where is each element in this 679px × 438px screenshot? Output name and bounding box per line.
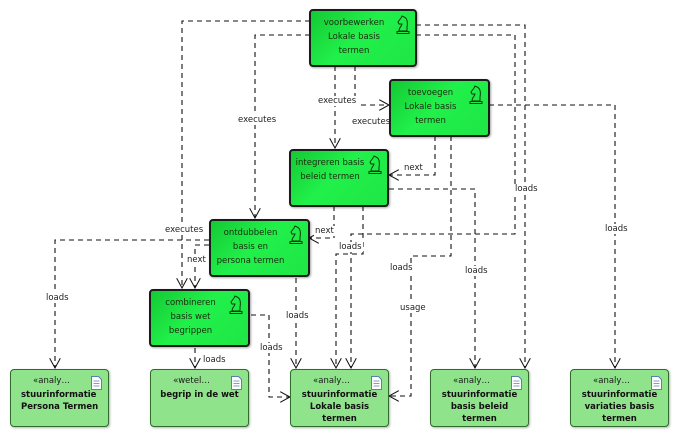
artifact-label: stuurinformatie Persona Termen — [21, 390, 99, 412]
chess-knight-icon — [469, 85, 483, 104]
edge-label-next: next — [314, 226, 335, 236]
chess-knight-icon — [229, 295, 243, 314]
edge-label-next: next — [403, 163, 424, 173]
edge-label-usage: usage — [399, 303, 427, 313]
document-icon — [371, 376, 382, 390]
document-icon — [231, 376, 242, 390]
edge-a1-d3-loads[interactable] — [351, 34, 516, 368]
edge-label-loads: loads — [604, 224, 629, 234]
artifact-label: stuurinformatie basis beleid termen — [441, 390, 518, 424]
edge-a4-d1-loads[interactable] — [55, 239, 209, 368]
edge-label-loads: loads — [202, 355, 227, 365]
edge-label-executes: executes — [351, 117, 392, 127]
edge-label-loads: loads — [514, 184, 539, 194]
edge-a1-a2-executes[interactable] — [354, 66, 389, 105]
document-icon — [651, 376, 662, 390]
edge-a3-a4-next[interactable] — [309, 206, 335, 238]
edge-a4-a5-next[interactable] — [195, 244, 209, 288]
edge-a2-d3-usage[interactable] — [389, 136, 452, 396]
edge-a3-d3-loads[interactable] — [336, 206, 364, 368]
artifact-variaties-basis-termen[interactable]: «analy… stuurinformatie variaties basis … — [570, 369, 669, 427]
chess-knight-icon — [368, 155, 382, 174]
activity-voorbewerken[interactable]: voorbewerken Lokale basis termen — [309, 9, 417, 67]
edge-label-loads: loads — [389, 263, 414, 273]
artifact-basis-beleid-termen[interactable]: «analy… stuurinformatie basis beleid ter… — [430, 369, 529, 427]
edge-a1-a5-executes[interactable] — [182, 20, 310, 288]
artifact-stereotype: «analy… — [593, 376, 630, 386]
edge-a2-d5-loads[interactable] — [489, 104, 615, 368]
activity-label: combineren basis wet begrippen — [165, 298, 216, 336]
activity-label: ontdubbelen basis en persona termen — [216, 228, 285, 266]
activity-ontdubbelen[interactable]: ontdubbelen basis en persona termen — [209, 219, 310, 277]
edge-label-loads: loads — [45, 293, 70, 303]
artifact-stereotype: «analy… — [33, 376, 70, 386]
edge-a1-d4-loads[interactable] — [416, 24, 525, 368]
activity-label: toevoegen Lokale basis termen — [404, 88, 457, 126]
edge-a1-a4-executes[interactable] — [255, 34, 310, 218]
activity-integreren[interactable]: integreren basis beleid termen — [289, 149, 389, 207]
edge-label-executes: executes — [317, 96, 358, 106]
chess-knight-icon — [289, 225, 303, 244]
activity-combineren[interactable]: combineren basis wet begrippen — [149, 289, 250, 347]
activity-toevoegen[interactable]: toevoegen Lokale basis termen — [389, 79, 490, 137]
edge-label-loads: loads — [259, 343, 284, 353]
edge-label-executes: executes — [164, 225, 205, 235]
chess-knight-icon — [396, 15, 410, 34]
artifact-stereotype: «analy… — [453, 376, 490, 386]
artifact-label: stuurinformatie Lokale basis termen — [301, 390, 378, 424]
edge-a3-d4-loads[interactable] — [389, 188, 475, 368]
artifact-persona-termen[interactable]: «analy… stuurinformatie Persona Termen — [10, 369, 109, 427]
activity-label: voorbewerken Lokale basis termen — [323, 18, 385, 56]
edge-a2-a3-next[interactable] — [389, 136, 436, 175]
artifact-label: stuurinformatie variaties basis termen — [581, 390, 658, 424]
edge-label-loads: loads — [338, 242, 363, 252]
document-icon — [511, 376, 522, 390]
edge-label-next: next — [186, 255, 207, 265]
artifact-label: begrip in de wet — [160, 390, 239, 400]
edge-label-executes: executes — [237, 115, 278, 125]
edge-a5-d3-loads[interactable] — [251, 314, 290, 397]
artifact-stereotype: «analy… — [313, 376, 350, 386]
artifact-stereotype: «wetel… — [173, 376, 210, 386]
edge-label-loads: loads — [285, 311, 310, 321]
artifact-begrip-in-de-wet[interactable]: «wetel… begrip in de wet — [150, 369, 249, 427]
document-icon — [91, 376, 102, 390]
activity-label: integreren basis beleid termen — [295, 158, 365, 182]
artifact-lokale-basis-termen[interactable]: «analy… stuurinformatie Lokale basis ter… — [290, 369, 389, 427]
edge-label-loads: loads — [464, 266, 489, 276]
